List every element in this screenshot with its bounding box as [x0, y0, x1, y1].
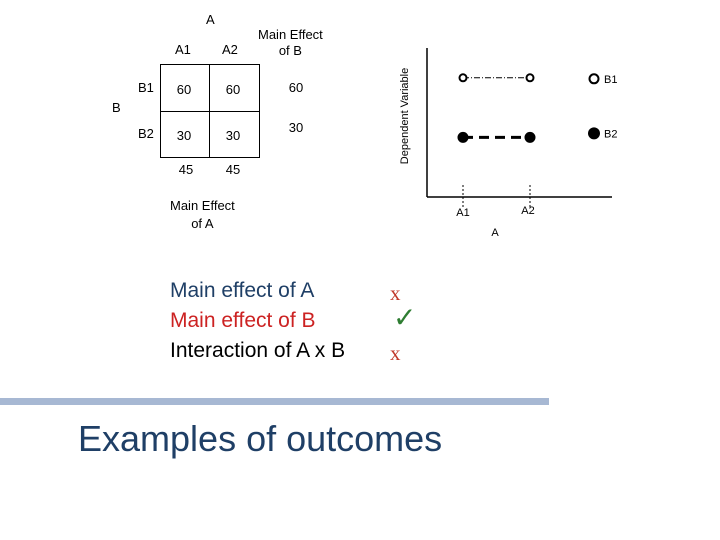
- result-mark-b: ✓: [393, 301, 417, 334]
- point-b2-a1: [457, 131, 469, 143]
- main-effect-a-label: Main Effect of A: [170, 198, 235, 231]
- cell-b1-a1: 60: [176, 82, 192, 97]
- factor-b-label: B: [112, 100, 121, 115]
- main-effect-a-a2: 45: [225, 162, 241, 177]
- x-tick-label-a1: A1: [456, 207, 469, 219]
- row-label-b1: B1: [138, 80, 154, 95]
- title-divider-bar: [0, 398, 549, 405]
- grid-line-top: [160, 64, 260, 65]
- main-effect-b-b1: 60: [288, 80, 304, 95]
- x-tick-label-a2: A2: [521, 205, 534, 217]
- col-header-a2: A2: [222, 42, 238, 57]
- x-axis-label: A: [491, 227, 499, 239]
- row-label-b2: B2: [138, 126, 154, 141]
- cell-b2-a1: 30: [176, 128, 192, 143]
- slide-title: Examples of outcomes: [78, 418, 443, 459]
- y-axis-label: Dependent Variable: [399, 68, 411, 164]
- point-b2-a2: [524, 131, 536, 143]
- result-label-a: Main effect of A: [170, 279, 315, 302]
- point-b1-a1: [458, 73, 468, 83]
- result-label-interaction: Interaction of A x B: [170, 339, 346, 362]
- main-effect-b-header: Main Effect of B: [258, 27, 323, 58]
- grid-line-left: [160, 64, 161, 158]
- legend-label-b2: B2: [604, 128, 617, 140]
- cell-b2-a2: 30: [225, 128, 241, 143]
- main-effect-b-b2: 30: [288, 120, 304, 135]
- legend-marker-b2: [588, 127, 600, 140]
- factor-a-label: A: [206, 12, 215, 27]
- legend-label-b1: B1: [604, 74, 617, 86]
- main-effect-a-a1: 45: [178, 162, 194, 177]
- grid-line-center: [209, 64, 210, 158]
- point-b1-a2: [525, 73, 535, 83]
- result-label-b: Main effect of B: [170, 309, 316, 332]
- result-mark-a: x: [390, 281, 401, 305]
- legend-marker-b1: [588, 73, 600, 85]
- result-mark-interaction: x: [390, 341, 401, 365]
- col-header-a1: A1: [175, 42, 191, 57]
- cell-b1-a2: 60: [225, 82, 241, 97]
- grid-line-bottom: [160, 157, 260, 158]
- grid-line-right: [259, 64, 260, 158]
- grid-line-middle: [160, 111, 260, 112]
